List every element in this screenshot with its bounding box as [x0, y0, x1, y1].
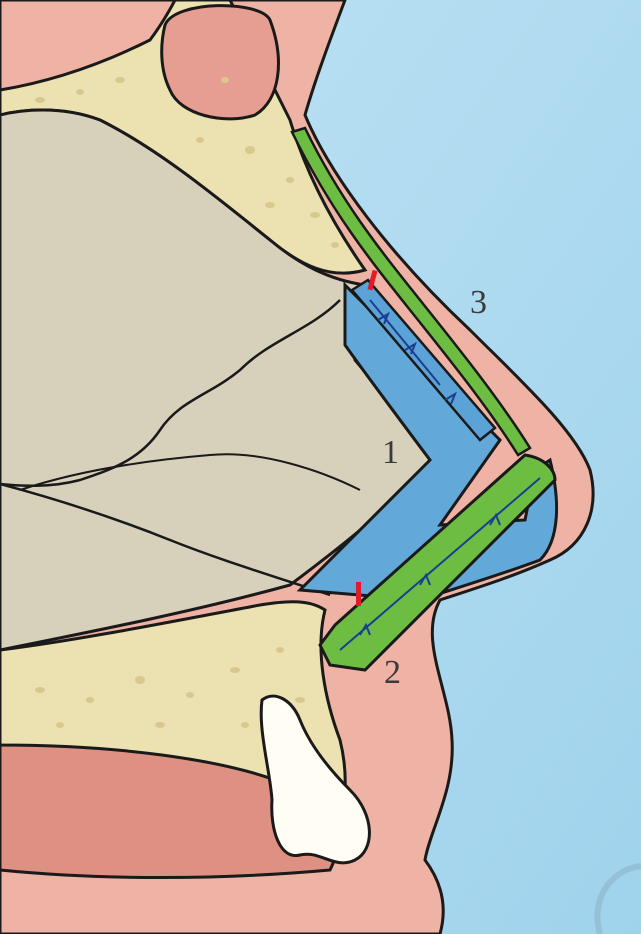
label-graft-2: 2 [384, 656, 401, 690]
red-marker-lower [356, 582, 361, 606]
label-graft-3: 3 [470, 286, 487, 320]
label-graft-1: 1 [382, 436, 399, 470]
nasal-cavity-red [162, 6, 279, 119]
